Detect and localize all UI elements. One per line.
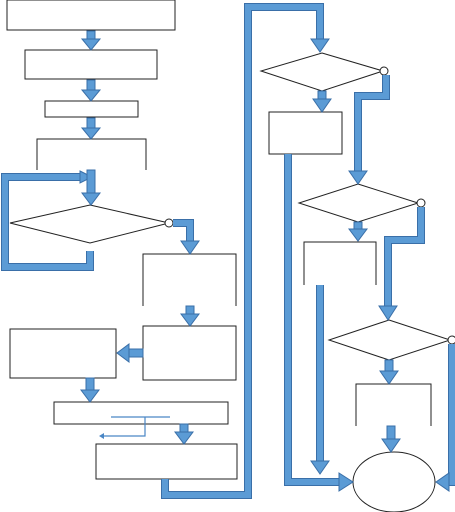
process-box-r1[interactable] [268,111,343,155]
decision-3-yes-dot [416,198,426,208]
decision-diamond-3[interactable] [297,183,420,223]
connector-5-6 [180,305,200,327]
connector-decision4-no [379,359,399,385]
process-box-6[interactable] [142,325,237,381]
process-box-r2-open[interactable] [303,241,377,285]
process-box-3[interactable] [44,100,139,118]
process-box-start[interactable] [6,0,176,31]
sub-connector-thin [99,416,170,439]
connector-6-7 [116,343,144,363]
terminal-end-circle[interactable] [352,451,436,512]
connector-1-2 [80,30,102,51]
connector-3-4 [80,117,102,140]
process-box-2[interactable] [24,49,158,80]
connector-decision4-yes [435,344,455,492]
process-box-5-open[interactable] [142,253,237,306]
connector-2-3 [80,79,102,102]
connector-r3-to-end [381,425,401,453]
connector-7-8 [80,377,100,403]
process-box-7[interactable] [9,328,117,379]
connector-r2-to-end [310,285,330,475]
decision-diamond-1[interactable] [9,204,170,244]
decision-diamond-4[interactable] [327,319,452,361]
process-bar-8[interactable] [53,401,229,425]
loop-back-connector [1,170,94,271]
process-box-9[interactable] [95,443,238,480]
connector-decision3-yes [378,207,425,321]
decision-4-yes-dot [447,335,455,345]
connector-decision3-no [348,221,368,242]
connector-decision2-no [312,90,332,113]
process-box-r3-open[interactable] [355,383,432,426]
connector-to-right-column [161,3,330,499]
connector-decision2-yes [348,75,390,185]
process-box-4-open[interactable] [36,138,147,170]
decision-1-yes-dot [164,218,174,228]
decision-2-yes-dot [379,66,389,76]
connector-r1-to-end [284,154,354,492]
connector-4-decision1 [81,169,101,206]
decision-diamond-2[interactable] [259,52,385,92]
connector-8-9 [174,423,194,445]
connector-decision1-yes [173,219,200,255]
